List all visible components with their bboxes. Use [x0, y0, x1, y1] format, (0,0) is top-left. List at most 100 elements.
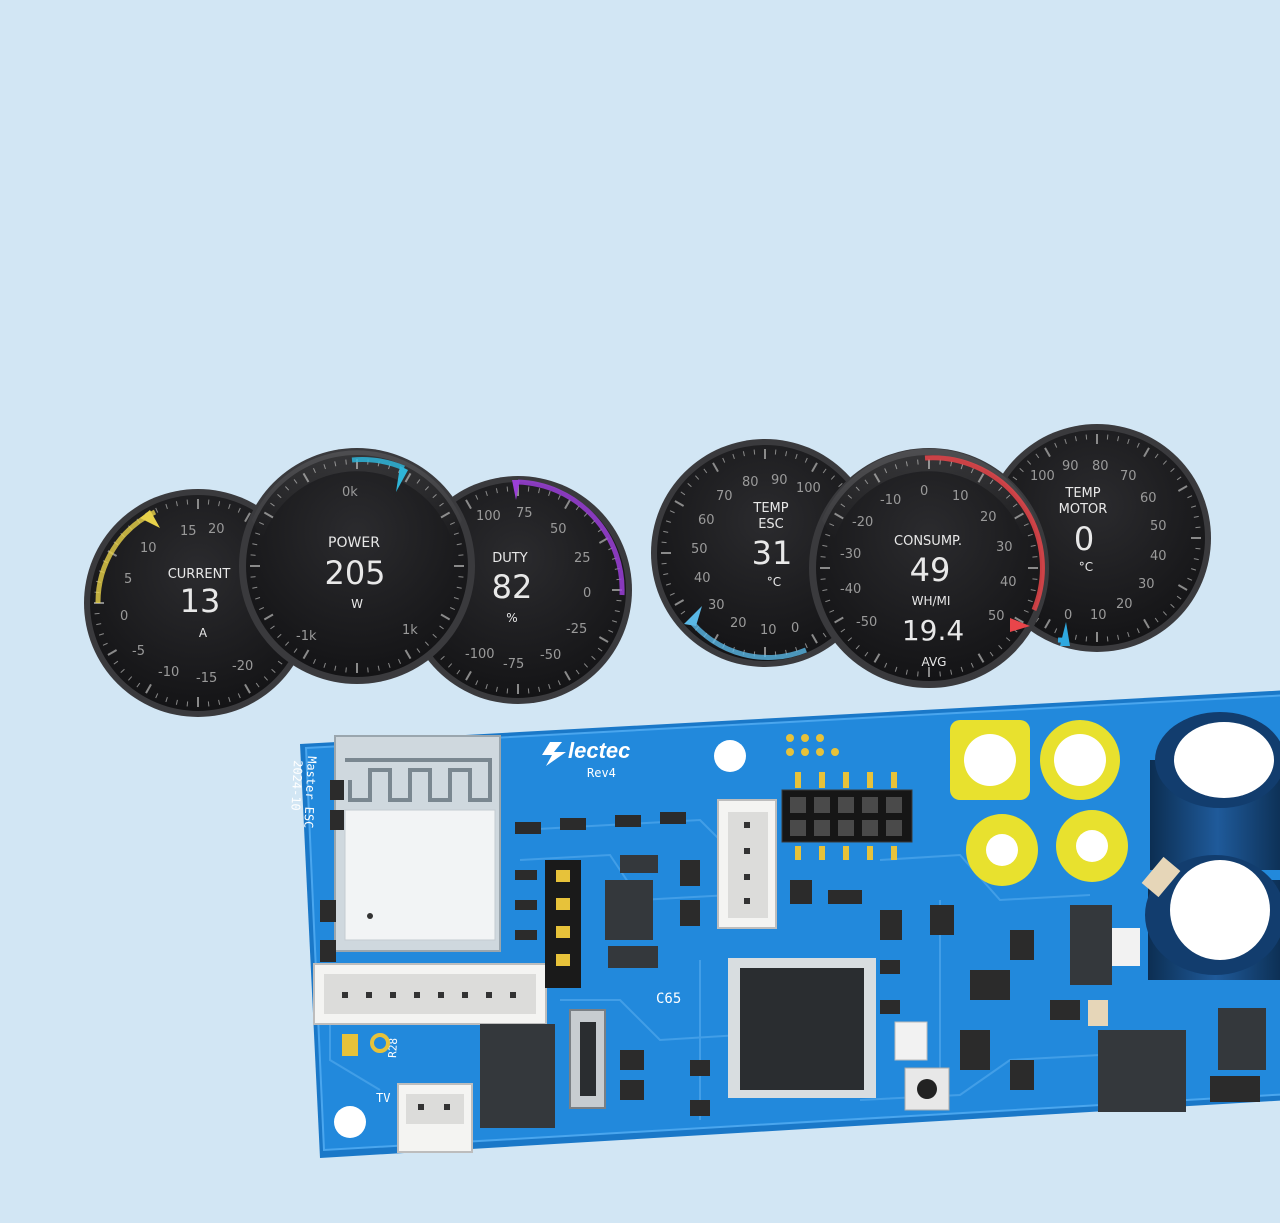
- tick-mark: [732, 453, 735, 459]
- tick-mark: [548, 490, 551, 496]
- tick-label: 40: [694, 571, 711, 586]
- tick-mark: [575, 669, 580, 675]
- tick-mark: [277, 633, 282, 638]
- tick-mark: [456, 669, 461, 675]
- tick-mark: [1187, 495, 1193, 499]
- tick-label: 10: [952, 489, 969, 504]
- tick-mark: [228, 503, 231, 509]
- tick-mark: [591, 655, 596, 660]
- tick-mark: [404, 649, 412, 660]
- tick-label: 30: [1138, 577, 1155, 592]
- tick-mark: [1044, 447, 1051, 458]
- tick-mark: [1054, 442, 1058, 448]
- tick-mark: [439, 625, 444, 630]
- tick-mark: [1176, 595, 1182, 600]
- push-button: [904, 1067, 950, 1111]
- tick-mark: [564, 670, 571, 681]
- tick-mark: [847, 637, 853, 642]
- smd-ceramic: [1088, 856, 1181, 1026]
- tick-mark: [753, 449, 756, 455]
- pcb-board: Master ESC 2024-10 lectec Rev4: [288, 690, 1280, 1158]
- tick-mark: [495, 488, 498, 494]
- tick-mark: [250, 576, 256, 578]
- tick-label: 0: [920, 484, 928, 499]
- tick-mark: [424, 641, 429, 646]
- tick-mark: [485, 684, 488, 690]
- tick-mark: [527, 486, 530, 492]
- tick-mark: [811, 462, 818, 473]
- antenna-trace: [345, 758, 492, 802]
- tick-mark: [1117, 634, 1120, 640]
- tick-mark: [456, 586, 462, 589]
- tick-label: -20: [232, 659, 253, 674]
- tick-mark: [128, 676, 133, 681]
- tick-mark: [120, 668, 125, 673]
- current-title: CURRENT: [168, 567, 231, 582]
- tick-mark: [665, 583, 671, 586]
- tick-mark: [608, 629, 614, 633]
- tick-label: 0: [583, 586, 591, 601]
- tick-mark: [960, 666, 964, 672]
- tick-label: 100: [476, 509, 501, 524]
- tick-mark: [1030, 544, 1036, 547]
- tick-label: 1k: [402, 623, 418, 638]
- solder-pad: [342, 1034, 358, 1056]
- tick-mark: [175, 501, 178, 507]
- tick-mark: [894, 666, 898, 672]
- tick-mark: [917, 671, 919, 677]
- tick-mark: [1136, 628, 1140, 634]
- tick-mark: [597, 647, 603, 652]
- tick-label: 0k: [342, 485, 358, 500]
- tick-mark: [456, 543, 462, 546]
- tick-label: -1k: [296, 629, 317, 644]
- tick-mark: [680, 610, 686, 615]
- tick-mark: [440, 655, 445, 660]
- consumption-arc: [924, 455, 1045, 611]
- tick-mark: [820, 578, 826, 580]
- tick-mark: [145, 683, 152, 694]
- tick-mark: [825, 599, 831, 603]
- tick-mark: [228, 697, 231, 703]
- tick-mark: [98, 633, 104, 636]
- temp-motor-title: TEMP: [1064, 486, 1100, 501]
- tick-mark: [1154, 617, 1159, 623]
- tick-mark: [1035, 453, 1040, 459]
- tick-mark: [1154, 453, 1159, 459]
- tick-mark: [271, 668, 276, 673]
- tick-mark: [94, 612, 100, 615]
- tick-mark: [939, 671, 941, 677]
- tick-label: 40: [1150, 549, 1167, 564]
- tick-mark: [136, 682, 141, 688]
- duty-value: 82: [492, 568, 533, 606]
- tick-mark: [1014, 616, 1024, 624]
- tick-mark: [259, 607, 265, 610]
- tick-mark: [1193, 515, 1199, 518]
- tick-mark: [250, 554, 256, 556]
- tick-label: 20: [1116, 597, 1133, 612]
- tick-label: 75: [516, 506, 533, 521]
- tick-label: -10: [880, 493, 901, 508]
- tick-mark: [822, 589, 828, 592]
- tick-mark: [838, 483, 843, 488]
- brand-logo: lectec: [542, 738, 630, 766]
- tick-mark: [263, 676, 268, 681]
- gold-pin-header: [545, 860, 581, 988]
- tick-mark: [475, 680, 479, 686]
- tick-mark: [165, 503, 168, 509]
- tick-label: -50: [856, 615, 877, 630]
- tick-label: 100: [1030, 469, 1055, 484]
- tick-mark: [1170, 468, 1175, 473]
- tick-mark: [804, 457, 808, 463]
- tick-mark: [950, 669, 953, 675]
- current-unit: A: [199, 626, 208, 640]
- temp-esc-needle: [684, 606, 702, 626]
- tick-mark: [485, 490, 488, 496]
- tick-mark: [855, 644, 860, 650]
- tick-label: 25: [574, 551, 591, 566]
- tick-mark: [1054, 628, 1058, 634]
- tick-mark: [785, 451, 788, 457]
- tick-mark: [884, 662, 888, 668]
- tick-mark: [687, 483, 692, 488]
- tick-mark: [834, 616, 844, 624]
